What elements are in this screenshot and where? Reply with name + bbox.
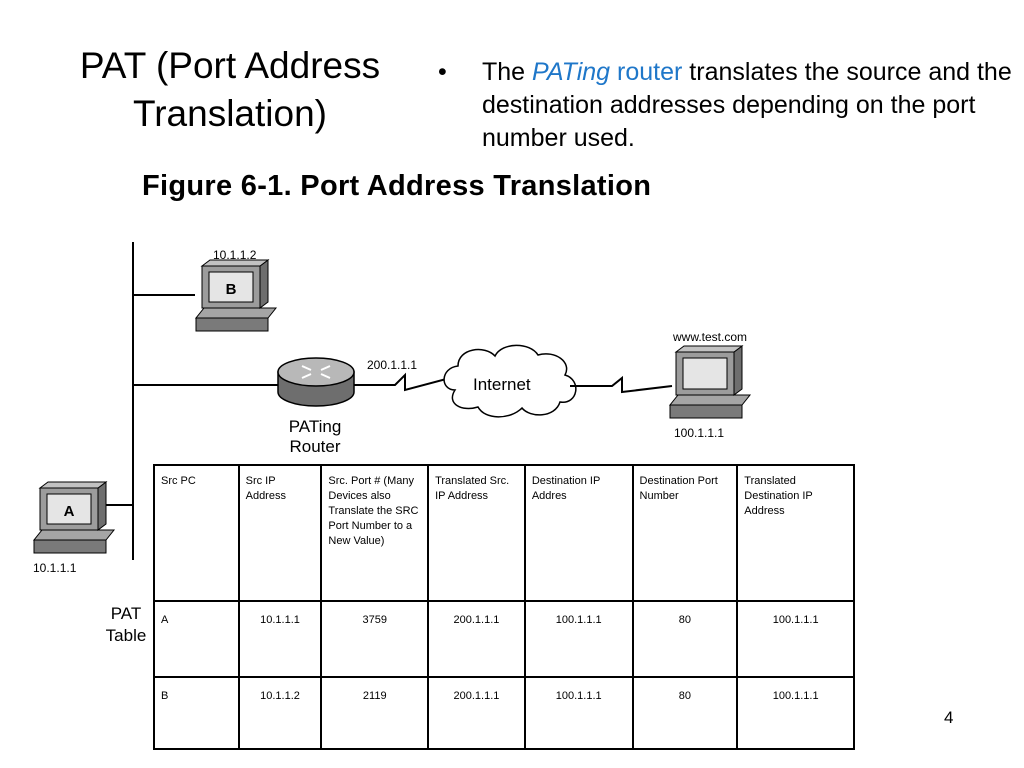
column-header: Src. Port # (Many Devices also Translate… xyxy=(320,464,430,602)
slide-title: PAT (Port Address Translation) xyxy=(40,42,420,138)
page-number: 4 xyxy=(944,708,954,727)
router-label-line-2: Router xyxy=(289,437,341,456)
table-cell: 80 xyxy=(631,676,739,750)
table-row: A 10.1.1.1 3759 200.1.1.1 100.1.1.1 80 1… xyxy=(153,600,855,678)
column-header: Destination Port Number xyxy=(631,464,739,602)
table-cell: 10.1.1.1 xyxy=(237,600,323,678)
bullet-text: The PATing router translates the source … xyxy=(482,56,1012,155)
table-row: B 10.1.1.2 2119 200.1.1.1 100.1.1.1 80 1… xyxy=(153,676,855,750)
table-cell: 100.1.1.1 xyxy=(523,676,634,750)
slide-title-line-2: Translation) xyxy=(133,93,327,134)
column-header: Src IP Address xyxy=(237,464,323,602)
bullet-marker: • xyxy=(438,58,447,86)
internet-cloud-icon xyxy=(443,344,577,418)
table-header-row: Src PC Src IP Address Src. Port # (Many … xyxy=(153,464,855,602)
pc-a-icon xyxy=(32,481,116,554)
table-cell: 2119 xyxy=(320,676,430,750)
router-label: PATing Router xyxy=(270,417,360,457)
table-cell: 3759 xyxy=(320,600,430,678)
slide-title-line-1: PAT (Port Address xyxy=(79,45,381,86)
table-cell: 100.1.1.1 xyxy=(523,600,634,678)
server-name-label: www.test.com xyxy=(672,330,747,344)
column-header: Translated Destination IP Address xyxy=(736,464,855,602)
figure-caption: Figure 6-1. Port Address Translation xyxy=(142,170,652,202)
router-icon xyxy=(277,357,355,407)
router-label-line-1: PATing xyxy=(288,417,342,436)
pc-b-icon xyxy=(194,259,278,332)
pat-table: Src PC Src IP Address Src. Port # (Many … xyxy=(153,464,855,750)
bullet-text-rest: translates the source and the destinatio… xyxy=(482,58,1012,152)
pc-a-letter: A xyxy=(64,503,75,520)
router-ip-label: 200.1.1.1 xyxy=(367,358,417,372)
column-header: Translated Src. IP Address xyxy=(427,464,526,602)
server-ip-label: 100.1.1.1 xyxy=(674,426,724,440)
table-cell: 10.1.1.2 xyxy=(237,676,323,750)
column-header: Destination IP Addres xyxy=(523,464,634,602)
wan-serial-link xyxy=(354,372,451,392)
table-cell: 200.1.1.1 xyxy=(427,600,526,678)
bullet-text-pating: PATing xyxy=(532,58,611,86)
pc-a-ip-label: 10.1.1.1 xyxy=(33,561,77,575)
table-cell: 100.1.1.1 xyxy=(736,676,855,750)
server-icon xyxy=(668,345,752,419)
pc-b-letter: B xyxy=(226,281,237,298)
bullet-text-router: router xyxy=(610,58,683,86)
pat-table-label-line-2: Table xyxy=(105,626,147,645)
table-cell: 200.1.1.1 xyxy=(427,676,526,750)
pc-b-ip-label: 10.1.1.2 xyxy=(213,248,257,262)
internet-server-link xyxy=(570,375,673,394)
table-cell: 80 xyxy=(631,600,739,678)
bullet-text-the: The xyxy=(482,58,533,86)
column-header: Src PC xyxy=(153,464,240,602)
pat-table-label-line-1: PAT xyxy=(110,604,142,623)
pat-table-label: PAT Table xyxy=(100,603,152,647)
table-cell: A xyxy=(153,600,240,678)
table-cell: 100.1.1.1 xyxy=(736,600,855,678)
internet-label: Internet xyxy=(473,375,531,394)
table-cell: B xyxy=(153,676,240,750)
